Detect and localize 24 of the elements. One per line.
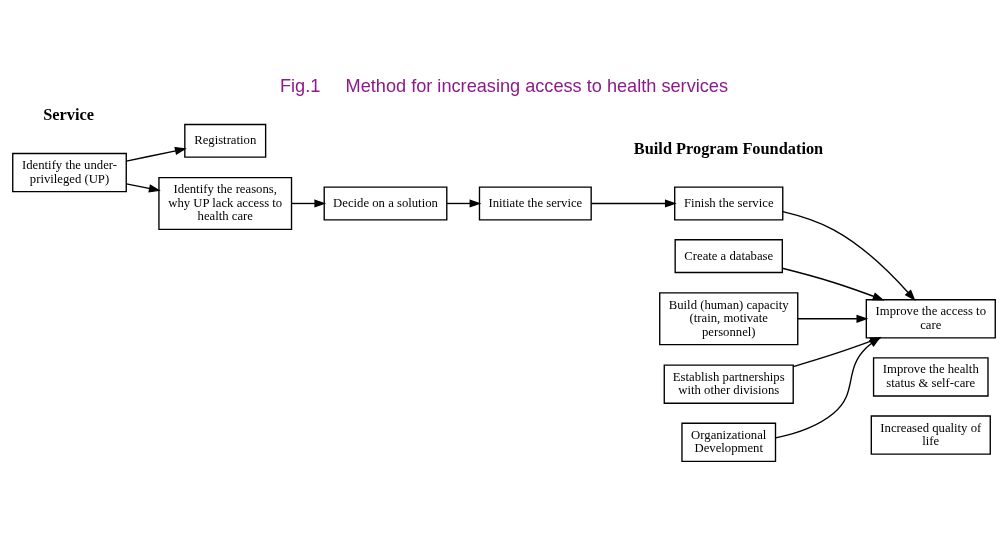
arrow [291, 199, 327, 208]
node-box: Registration [184, 123, 267, 158]
node-box: Identify the under-privileged (UP) [12, 152, 127, 193]
node-box: Initiate the service [478, 186, 592, 221]
node-box: Decide on a solution [323, 186, 448, 221]
arrow [125, 146, 187, 162]
node-box: Establish partnerships with other divisions [663, 364, 794, 404]
node-box: Improve the health status & self-care [872, 357, 989, 397]
arrow [797, 314, 869, 323]
arrow [590, 199, 677, 208]
node-box: Build (human) capacity (train, motivate personnel) [659, 292, 799, 346]
label: Service [43, 105, 94, 125]
node-box: Organizational Development [681, 422, 777, 463]
label: Build Program Foundation [633, 138, 824, 158]
node-box: Improve the access to care [865, 299, 996, 339]
arrow [782, 210, 916, 302]
arrow [446, 199, 482, 208]
node-box: Identify the reasons, why UP lack access to health care [158, 176, 293, 231]
arrow [125, 183, 161, 193]
node-box: Finish the service [674, 186, 784, 221]
diagram-title: Fig.1 Method for increasing access to health services [279, 75, 729, 96]
node-box: Create a database [674, 239, 783, 274]
arrow [781, 267, 885, 301]
node-box: Increased quality of life [870, 415, 991, 455]
